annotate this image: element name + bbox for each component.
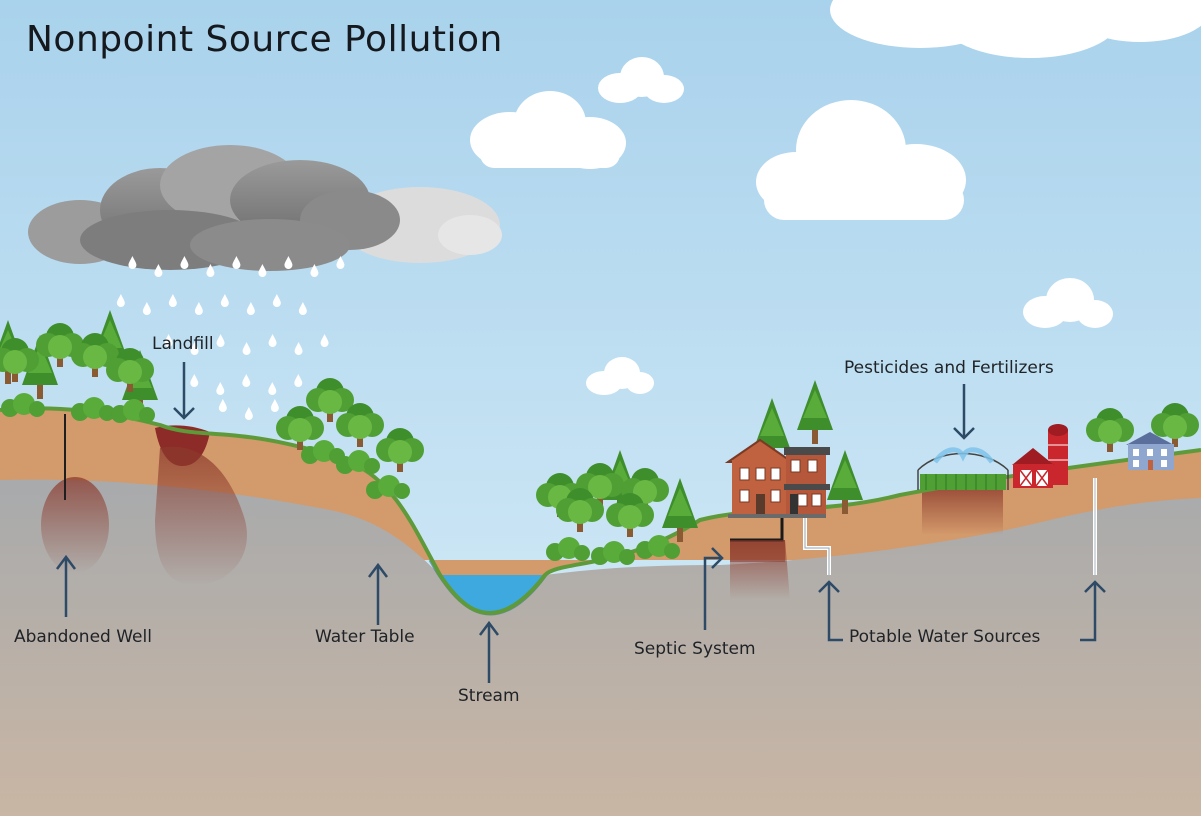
water-table-label: Water Table xyxy=(315,627,415,647)
landfill-label: Landfill xyxy=(152,334,214,354)
landfill-plume xyxy=(155,446,247,585)
landfill-arrow xyxy=(173,362,195,420)
abandoned-well-label: Abandoned Well xyxy=(14,627,152,647)
stream-label: Stream xyxy=(458,686,520,706)
storm-cloud xyxy=(28,145,502,271)
potable-arrows xyxy=(818,580,1106,642)
abandoned-well-plume xyxy=(41,477,109,573)
septic-arrow xyxy=(703,547,724,630)
grass-line xyxy=(0,406,1201,616)
barn xyxy=(1012,424,1068,488)
blue-house xyxy=(1126,432,1174,470)
pesticides-label: Pesticides and Fertilizers xyxy=(844,358,1054,378)
crop-field xyxy=(917,447,1009,490)
septic-system-label: Septic System xyxy=(634,639,756,659)
brick-house xyxy=(724,438,830,518)
potable-water-label: Potable Water Sources xyxy=(849,627,1041,647)
farm-plume xyxy=(922,490,1003,535)
white-clouds xyxy=(470,0,1201,395)
pesticides-arrow xyxy=(953,384,975,440)
diagram-title: Nonpoint Source Pollution xyxy=(26,19,503,60)
groundwater xyxy=(0,479,1201,816)
